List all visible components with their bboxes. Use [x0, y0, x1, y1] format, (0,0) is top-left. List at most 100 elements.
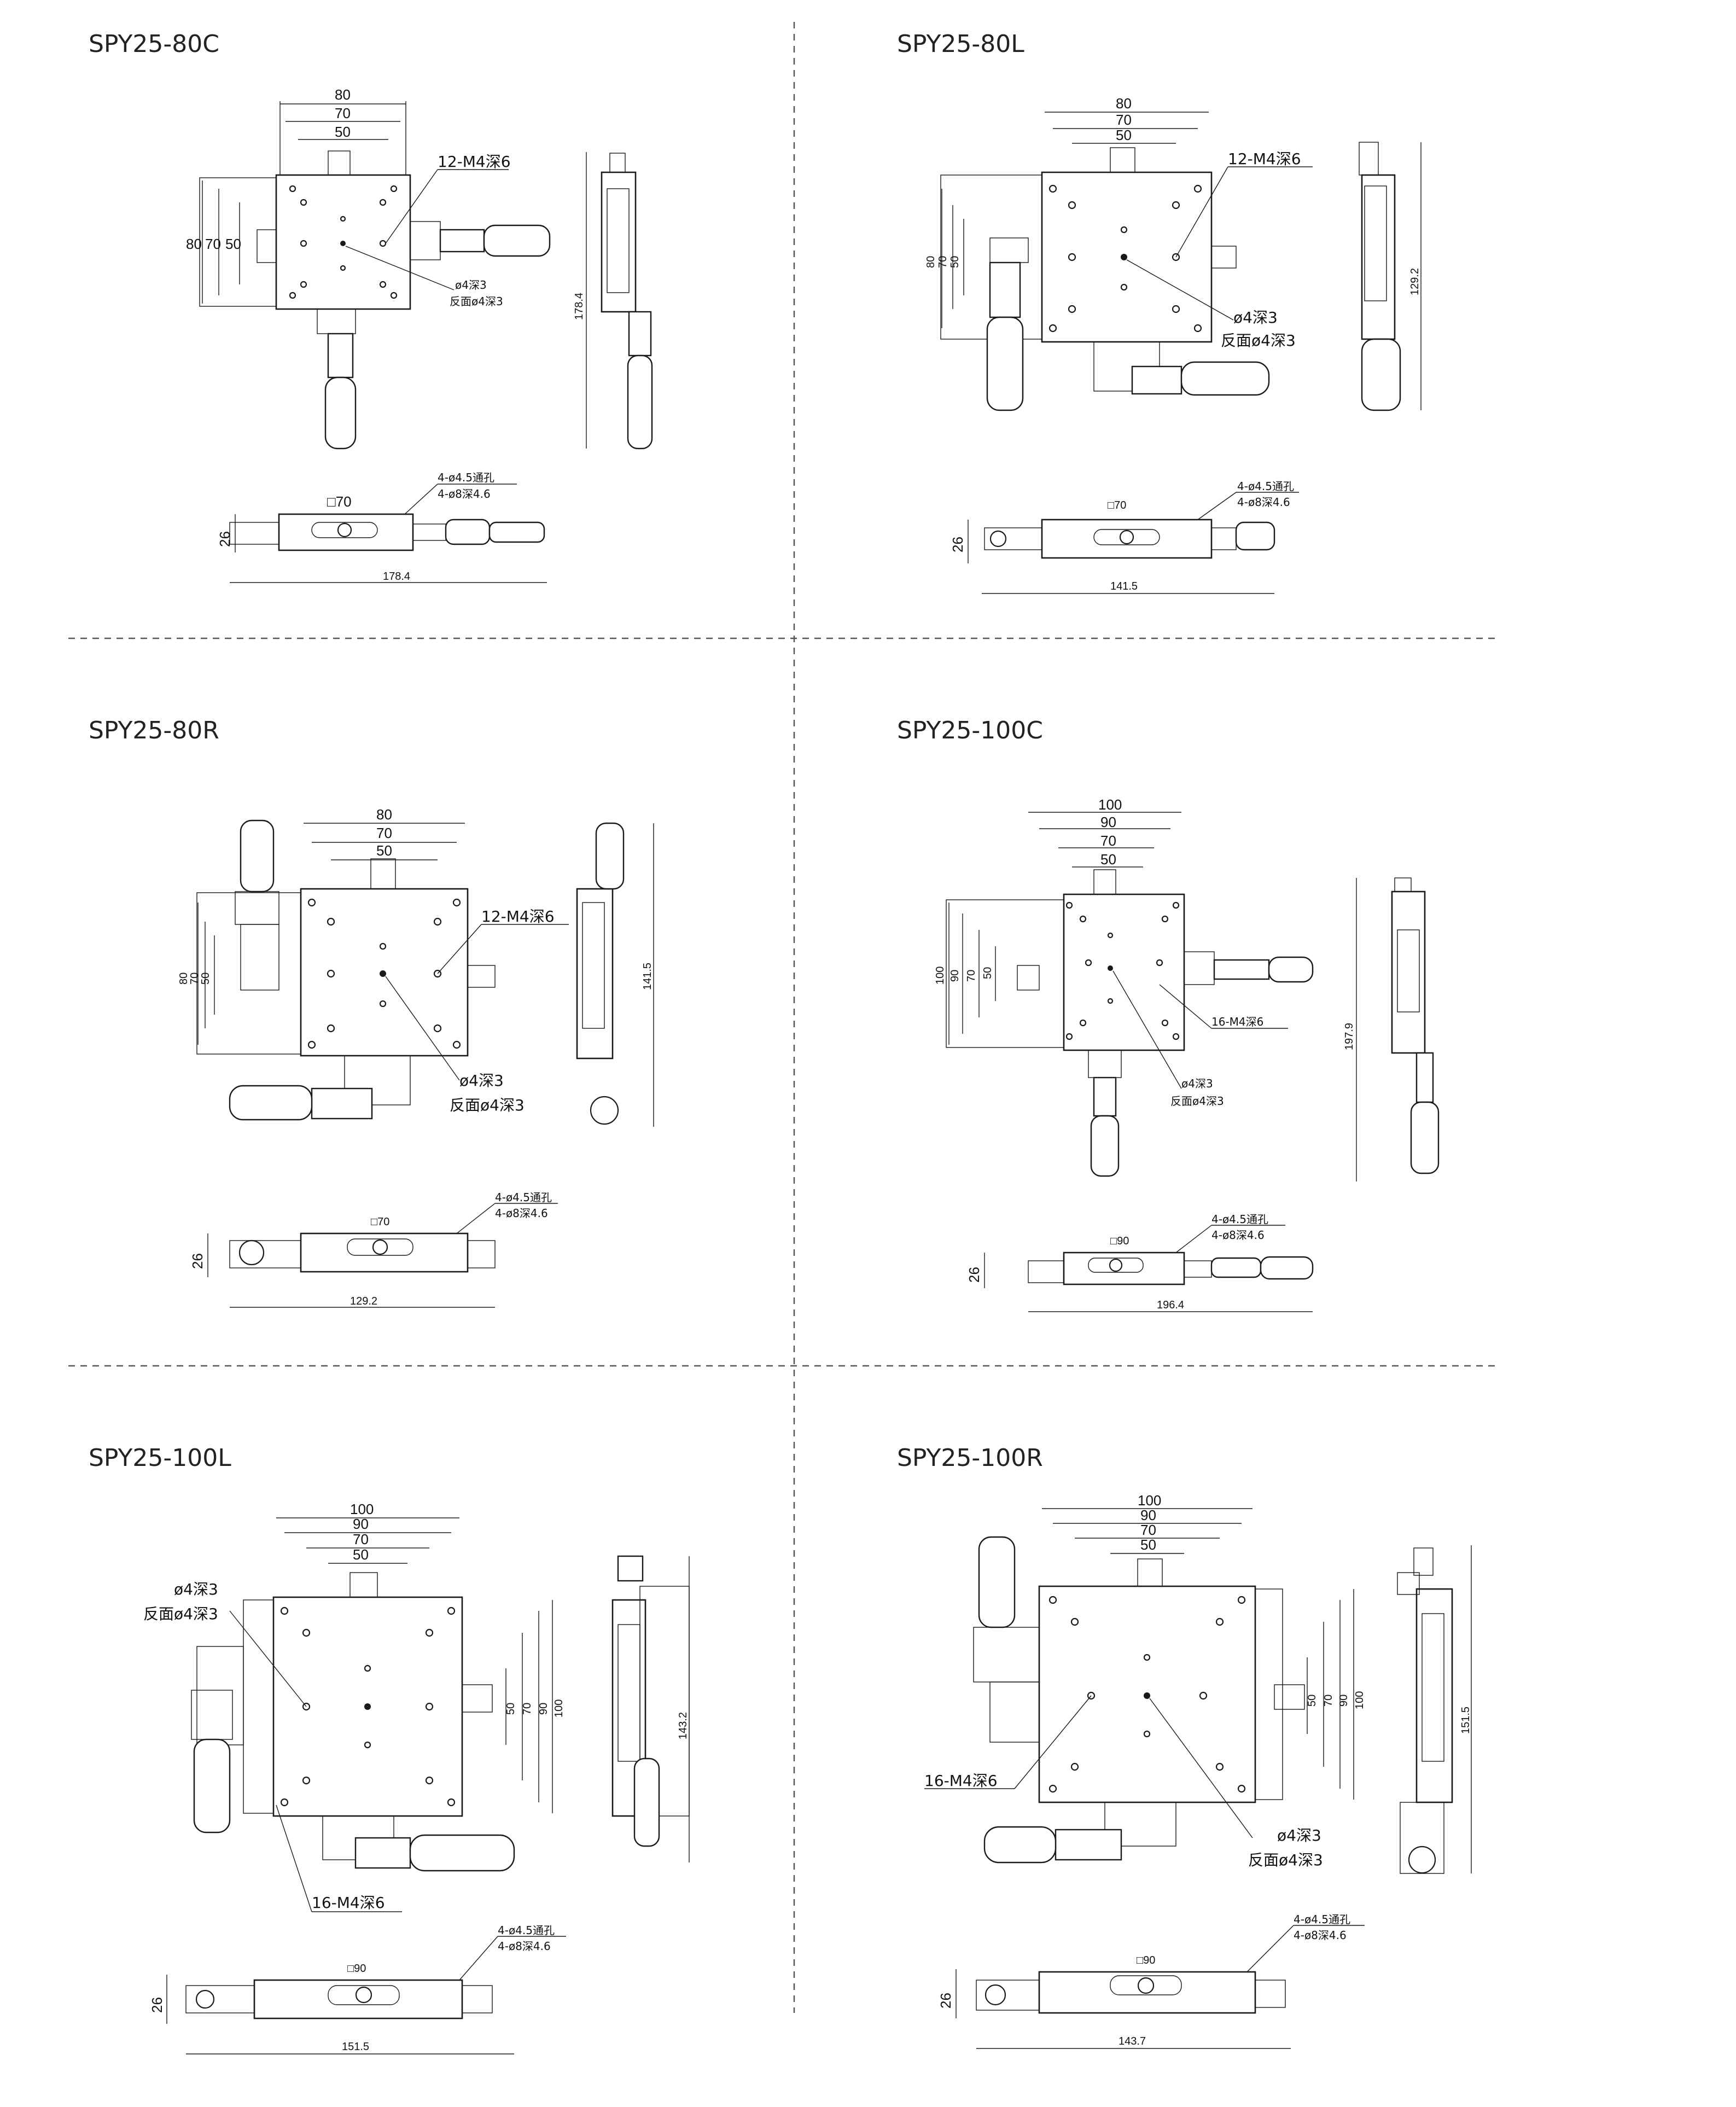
mounting-hole [1193, 184, 1202, 193]
mounting-hole [300, 199, 307, 206]
label-top-dims-3: 50 [353, 1546, 369, 1563]
micrometer-part [1410, 1101, 1440, 1174]
mounting-hole [355, 1986, 372, 2004]
mounting-hole [984, 1984, 1006, 2006]
mounting-hole [300, 281, 307, 288]
mounting-hole [1048, 184, 1057, 193]
drawing-line [229, 1610, 307, 1707]
label-callout-pin-2: 反面ø4深3 [143, 1605, 218, 1623]
mounting-hole [307, 898, 316, 907]
label-right-dims-3: 100 [553, 1699, 565, 1718]
mounting-hole [280, 1607, 289, 1615]
stage-body [1063, 893, 1185, 1051]
mounting-hole [1107, 932, 1114, 939]
label-bottom-note-1: 4-ø4.5通孔 [1294, 1913, 1350, 1926]
label-side-height: 141.5 [642, 963, 654, 990]
label-bottom-note-2: 4-ø8深4.6 [438, 487, 491, 500]
mounting-hole [1065, 1033, 1073, 1040]
label-top-dims-2: 50 [1116, 127, 1132, 143]
mounting-hole [302, 1702, 311, 1711]
drawing-line [404, 484, 438, 515]
mounting-hole [1107, 998, 1114, 1004]
label-right-dims-3: 100 [1354, 1691, 1366, 1709]
plan-view: 100 90 70 50 100 90 70 50 16-M4深6 ø4深3 反… [934, 796, 1314, 1177]
label-side-height: 151.5 [1460, 1707, 1472, 1734]
mounting-hole [1199, 1691, 1208, 1700]
stage-body [576, 888, 614, 1060]
micrometer-part [1093, 1076, 1117, 1117]
stage-body [1063, 1252, 1185, 1285]
mounting-hole [1215, 1617, 1224, 1626]
mounting-hole [1156, 959, 1163, 967]
panel-title: SPY25-80R [89, 717, 219, 744]
drawing-line [1104, 1802, 1176, 1847]
label-left-dims-1: 90 [949, 970, 961, 982]
label-bottom-length: 151.5 [342, 2041, 369, 2053]
drawing-line [1184, 1260, 1212, 1278]
drawing-line [1397, 929, 1420, 1012]
mounting-hole [280, 1798, 289, 1807]
drawing-line [1274, 1684, 1305, 1710]
drawing-line [459, 1936, 498, 1981]
label-callout-pin-1: ø4深3 [1277, 1826, 1321, 1844]
drawing-line [1088, 1258, 1144, 1273]
mounting-hole [379, 199, 387, 206]
label-bottom-height: 26 [937, 1993, 954, 2009]
side-view: 129.2 [1359, 142, 1422, 411]
drawing-line [1175, 1225, 1212, 1253]
label-side-height: 178.4 [573, 293, 585, 320]
drawing-line [1110, 147, 1135, 173]
drawing-line [185, 1985, 255, 2013]
mounting-hole [1215, 1762, 1224, 1771]
plan-view: 80 70 50 80 70 50 12-M4深6 ø4深3 反面ø4深3 [925, 95, 1313, 411]
drawing-line [1364, 185, 1387, 301]
mounting-hole [425, 1776, 434, 1785]
mounting-hole [1172, 201, 1180, 209]
label-left-dims-1: 70 [937, 256, 949, 268]
panel-title: SPY25-100L [89, 1444, 231, 1472]
label-bottom-length: 129.2 [350, 1295, 377, 1307]
drawing-line [582, 902, 605, 1029]
mounting-hole [447, 1607, 456, 1615]
drawing-line [976, 1980, 1040, 2011]
drawing-line [1088, 1050, 1122, 1078]
mounting-hole [452, 898, 461, 907]
front-view: 26 141.5 □70 4-ø4.5通孔 4-ø8深4.6 [949, 480, 1299, 594]
drawing-line [607, 188, 630, 293]
mounting-hole [1085, 959, 1092, 967]
label-left-dims-2: 50 [200, 973, 212, 985]
label-bottom-length: 143.7 [1119, 2035, 1146, 2047]
drawing-line [1159, 984, 1212, 1029]
label-top-dims-1: 90 [1100, 814, 1116, 830]
panel-spy25-80r: SPY25-80R 80 70 50 [89, 717, 654, 1308]
label-right-dims-2: 90 [1338, 1695, 1350, 1707]
micrometer-part [483, 224, 551, 257]
label-left-dims-0: 100 [934, 967, 946, 985]
micrometer-part [354, 1837, 411, 1869]
label-bottom-length: 178.4 [383, 571, 410, 583]
label-bottom-note-1: 4-ø4.5通孔 [498, 1924, 555, 1937]
mounting-hole [390, 292, 398, 299]
panel-spy25-80c: SPY25-80C [89, 30, 653, 583]
side-view: 143.2 [611, 1555, 690, 1862]
micrometer-part [628, 311, 652, 357]
micrometer-part [324, 376, 357, 450]
label-left-dims-0: 80 [186, 236, 202, 252]
label-bottom-length: 196.4 [1157, 1299, 1184, 1311]
mounting-hole [327, 969, 335, 978]
drawing-line [240, 924, 279, 991]
drawing-line [1397, 1572, 1420, 1595]
label-top-dims-0: 80 [335, 86, 351, 103]
label-top-dims-1: 70 [1116, 112, 1132, 128]
micrometer-part [595, 822, 625, 890]
label-callout-pin-2: 反面ø4深3 [1248, 1851, 1323, 1869]
label-left-dims-2: 50 [225, 236, 241, 252]
label-bottom-height: 26 [949, 537, 966, 552]
mounting-hole [433, 917, 442, 926]
mounting-hole [1079, 1019, 1087, 1027]
drawing-line [1246, 1925, 1294, 1972]
label-side-height: 129.2 [1409, 268, 1421, 295]
drawing-line [1110, 1975, 1182, 1995]
micrometer-part [1213, 959, 1270, 980]
plan-view: 100 90 70 50 50 70 90 100 ø4深3 反面ø4深3 16… [143, 1501, 565, 1912]
